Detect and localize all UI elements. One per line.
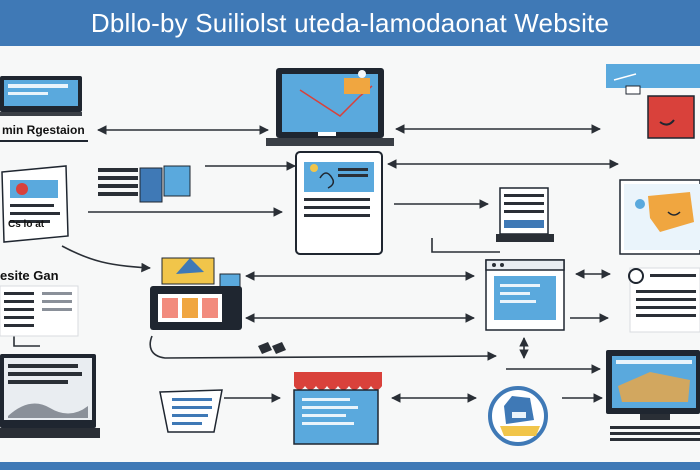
header-banner: Dbllo-by Suiliolst uteda-lamodaonat Webs…: [0, 0, 700, 46]
desktop-monitor-icon: [606, 350, 700, 441]
diagram-svg: [0, 64, 700, 446]
news-list-icon: [98, 165, 191, 203]
cursor-icon: [258, 342, 286, 354]
browser-window-icon: [485, 259, 565, 331]
list-document-icon: [0, 285, 79, 337]
diagram-canvas: min Rgestaion Cs lo at esite Gan: [0, 46, 700, 462]
document-icon: [1, 165, 69, 243]
connectors: [13, 124, 619, 403]
webpage-window-icon: [606, 64, 700, 139]
laptop-icon: [266, 68, 394, 146]
small-monitor-icon: [496, 187, 554, 242]
map-icon: [619, 179, 700, 255]
label-left-mid: Cs lo at: [8, 219, 45, 230]
tablet-icon: [295, 151, 383, 255]
connector-r3-c: [431, 238, 500, 253]
label-left-lower: esite Gan: [0, 268, 59, 283]
computer-icon: [0, 354, 100, 438]
diagram-title: Dbllo-by Suiliolst uteda-lamodaonat Webs…: [90, 7, 610, 38]
footer-bar: [0, 462, 700, 470]
storefront-icon: [293, 372, 382, 445]
connector-left-curve: [61, 245, 151, 273]
monitor-icon: [0, 76, 82, 116]
badge-icon: [488, 386, 548, 446]
label-left-top: min Rgestaion: [2, 123, 85, 137]
connector-lower-left: [149, 335, 497, 361]
folder-icon: [150, 257, 242, 330]
search-document-icon: [628, 267, 700, 333]
document-stack-icon: [159, 389, 223, 433]
